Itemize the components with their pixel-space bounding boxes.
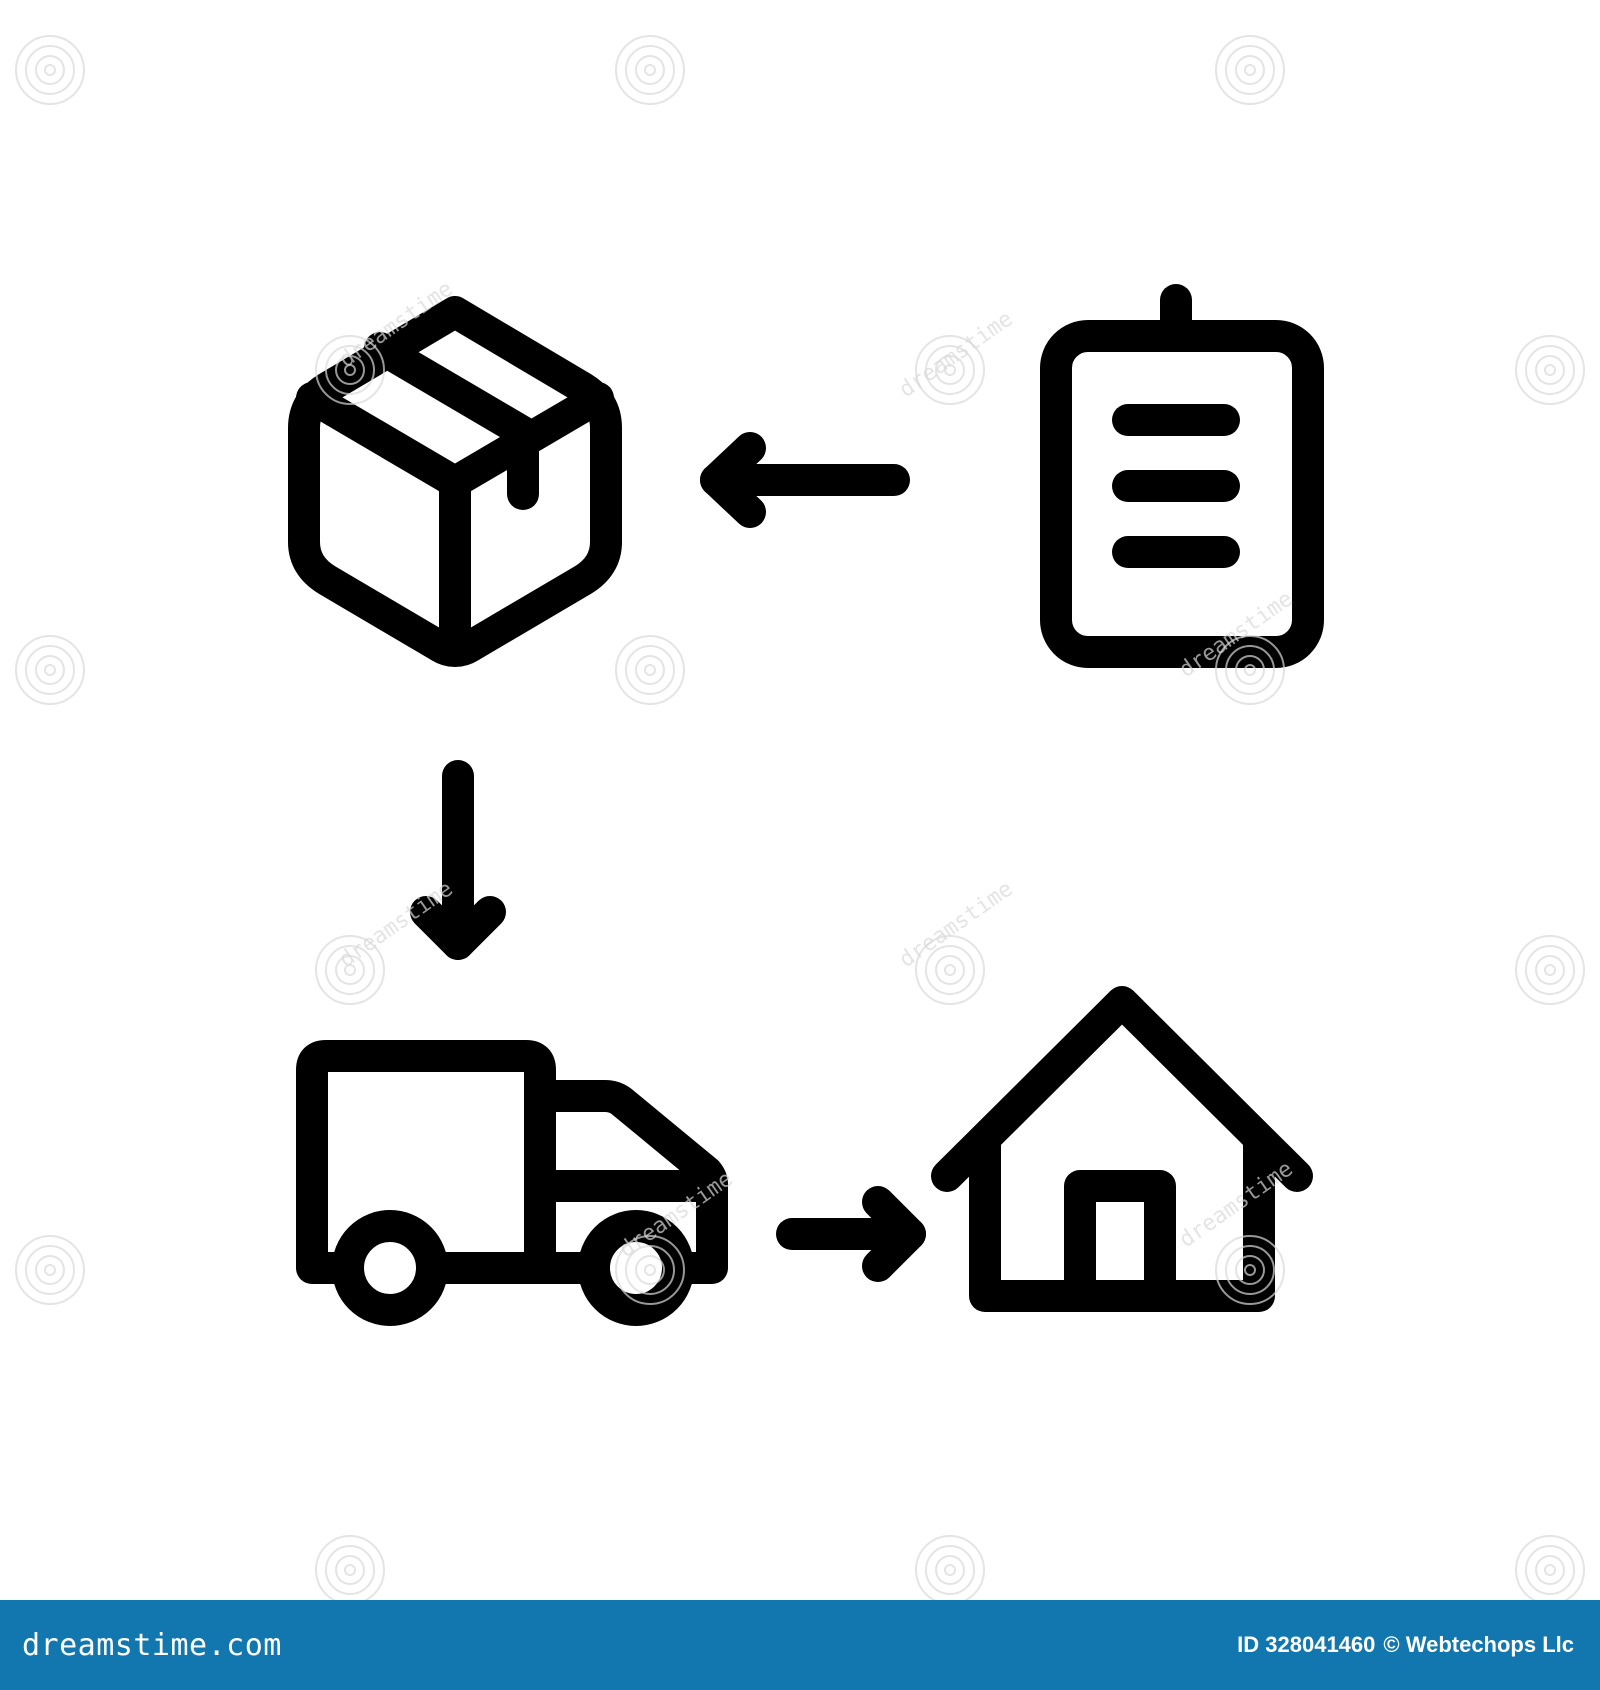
clipboard-icon (1040, 284, 1324, 668)
footer-credit: ID 328041460 © Webtechops Llc (1237, 1632, 1574, 1658)
image-id: ID 328041460 (1237, 1632, 1376, 1657)
arrow-down-icon (410, 760, 506, 960)
arrow-left-icon (700, 432, 910, 528)
delivery-truck-icon (296, 1040, 728, 1326)
footer-bar: dreamstime.com ID 328041460 © Webtechops… (0, 1600, 1600, 1690)
house-icon (931, 986, 1313, 1312)
author-credit: © Webtechops Llc (1383, 1632, 1574, 1657)
package-box-icon (288, 296, 622, 667)
order-fulfillment-diagram (288, 284, 1324, 1326)
footer-logo[interactable]: dreamstime.com (22, 1627, 282, 1663)
arrow-right-icon (776, 1186, 926, 1282)
